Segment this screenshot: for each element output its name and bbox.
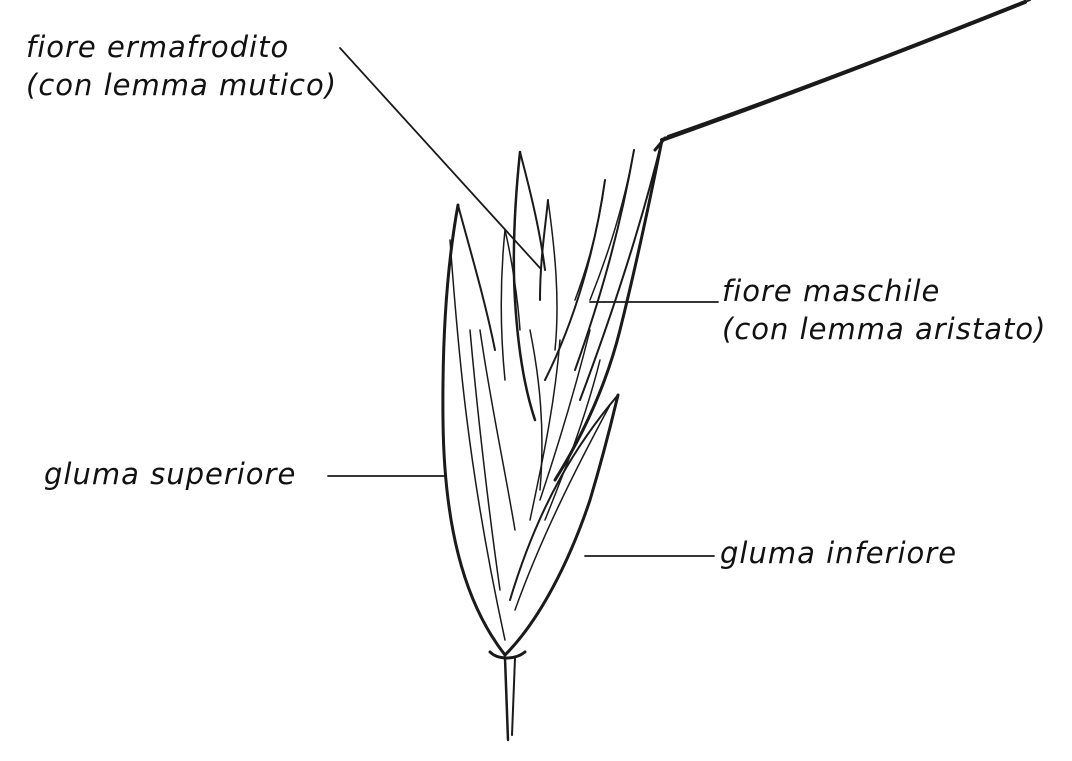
leader-fiore-ermafrodito	[340, 48, 540, 268]
gluma-superiore-bract	[443, 205, 505, 655]
florets	[480, 140, 662, 530]
label-fiore-maschile-line1: fiore maschile	[722, 272, 1046, 310]
label-fiore-ermafrodito: fiore ermafrodito (con lemma mutico)	[26, 28, 337, 104]
label-gluma-superiore-text: gluma superiore	[44, 455, 296, 493]
label-gluma-superiore: gluma superiore	[44, 455, 296, 493]
spikelet-base	[490, 652, 525, 740]
awn	[655, 0, 1030, 150]
label-fiore-maschile-line2: (con lemma aristato)	[722, 310, 1046, 348]
label-gluma-inferiore: gluma inferiore	[720, 534, 957, 572]
label-gluma-inferiore-text: gluma inferiore	[720, 534, 957, 572]
label-fiore-maschile: fiore maschile (con lemma aristato)	[722, 272, 1046, 348]
label-fiore-ermafrodito-line2: (con lemma mutico)	[26, 66, 337, 104]
label-fiore-ermafrodito-line1: fiore ermafrodito	[26, 28, 337, 66]
